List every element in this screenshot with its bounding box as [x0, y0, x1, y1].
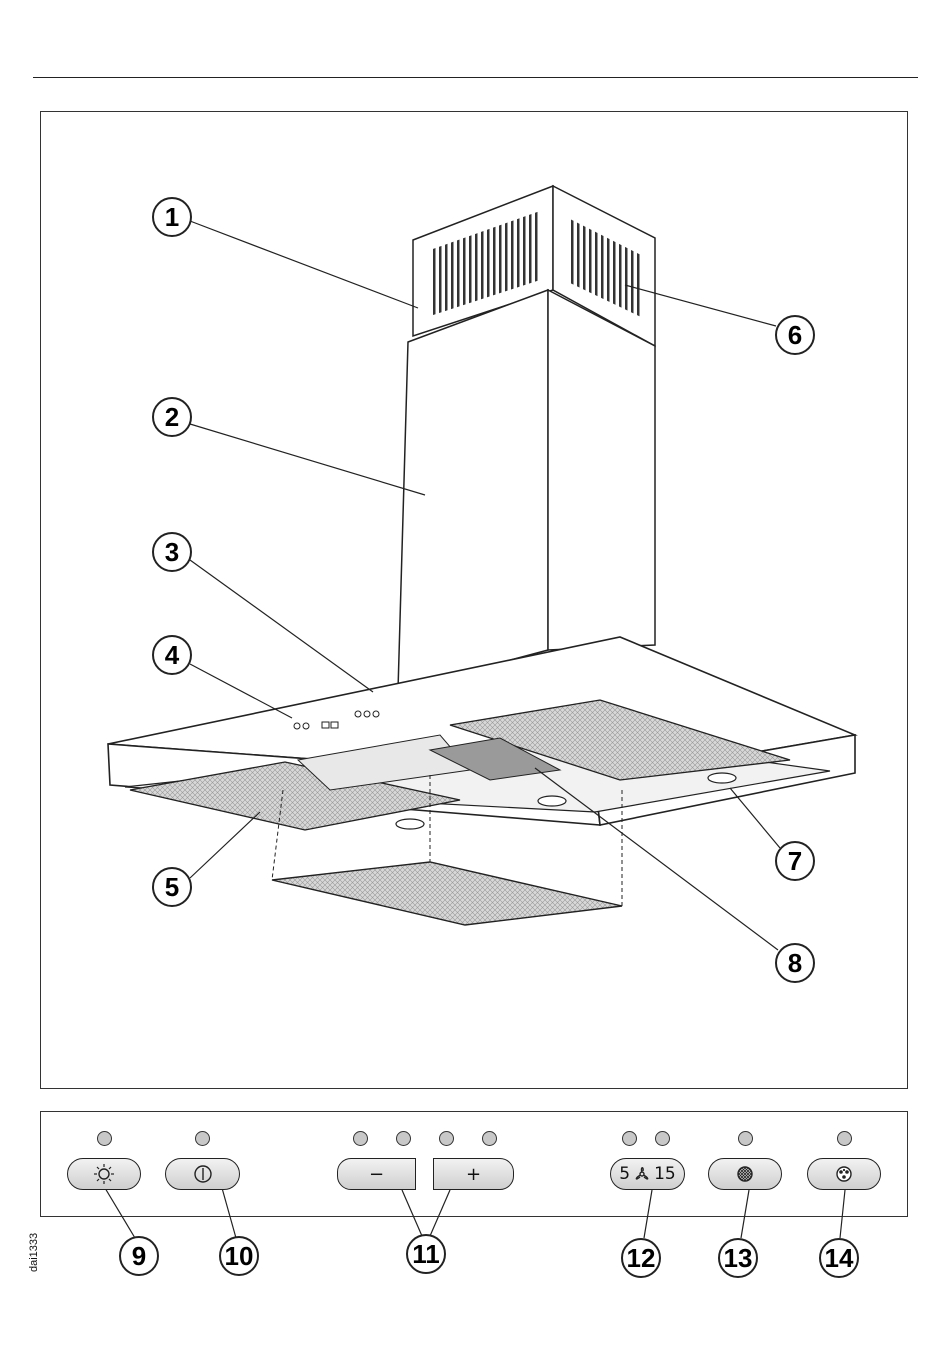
callout-9: 9 [132, 1241, 146, 1271]
callout-4: 4 [165, 640, 180, 670]
callout-10: 10 [225, 1241, 254, 1271]
grease-filter-led [738, 1131, 753, 1146]
plus-label: + [466, 1164, 481, 1185]
run-on-timer-button[interactable]: 5 15 [610, 1158, 685, 1190]
callout-5: 5 [165, 872, 179, 902]
timer-5-label: 5 [619, 1164, 630, 1184]
fan-increase-button[interactable]: + [433, 1158, 514, 1190]
power-button[interactable] [165, 1158, 240, 1190]
odour-filter-led [837, 1131, 852, 1146]
callout-2: 2 [165, 402, 179, 432]
sun-icon [93, 1163, 115, 1185]
power-icon [193, 1164, 213, 1184]
power-indicator-led [195, 1131, 210, 1146]
fan-speed-led-1 [353, 1131, 368, 1146]
callout-3: 3 [165, 537, 179, 567]
chimney-lower [398, 290, 655, 690]
callout-7: 7 [788, 846, 802, 876]
callout-14: 14 [825, 1243, 854, 1273]
fan-decrease-button[interactable]: − [337, 1158, 416, 1190]
callout-11: 11 [412, 1239, 440, 1269]
grease-filter-button[interactable] [708, 1158, 782, 1190]
callout-6: 6 [788, 320, 802, 350]
panel-leader-lines [105, 1188, 845, 1238]
timer-led-5 [622, 1131, 637, 1146]
callout-12: 12 [627, 1243, 656, 1273]
fan-speed-led-3 [439, 1131, 454, 1146]
light-button[interactable] [67, 1158, 141, 1190]
timer-15-label: 15 [654, 1164, 676, 1184]
odour-filter-button[interactable] [807, 1158, 881, 1190]
callout-8: 8 [788, 948, 802, 978]
light-indicator-led [97, 1131, 112, 1146]
timer-led-15 [655, 1131, 670, 1146]
grease-filter-removed [272, 862, 622, 925]
odour-filter-icon [835, 1165, 853, 1183]
fan-speed-led-4 [482, 1131, 497, 1146]
fan-speed-led-2 [396, 1131, 411, 1146]
callout-1: 1 [165, 202, 179, 232]
grease-filter-icon [736, 1165, 754, 1183]
callout-13: 13 [724, 1243, 753, 1273]
minus-label: − [369, 1164, 384, 1185]
drawing-code: dai1333 [28, 1233, 40, 1272]
fan-icon [632, 1165, 652, 1183]
